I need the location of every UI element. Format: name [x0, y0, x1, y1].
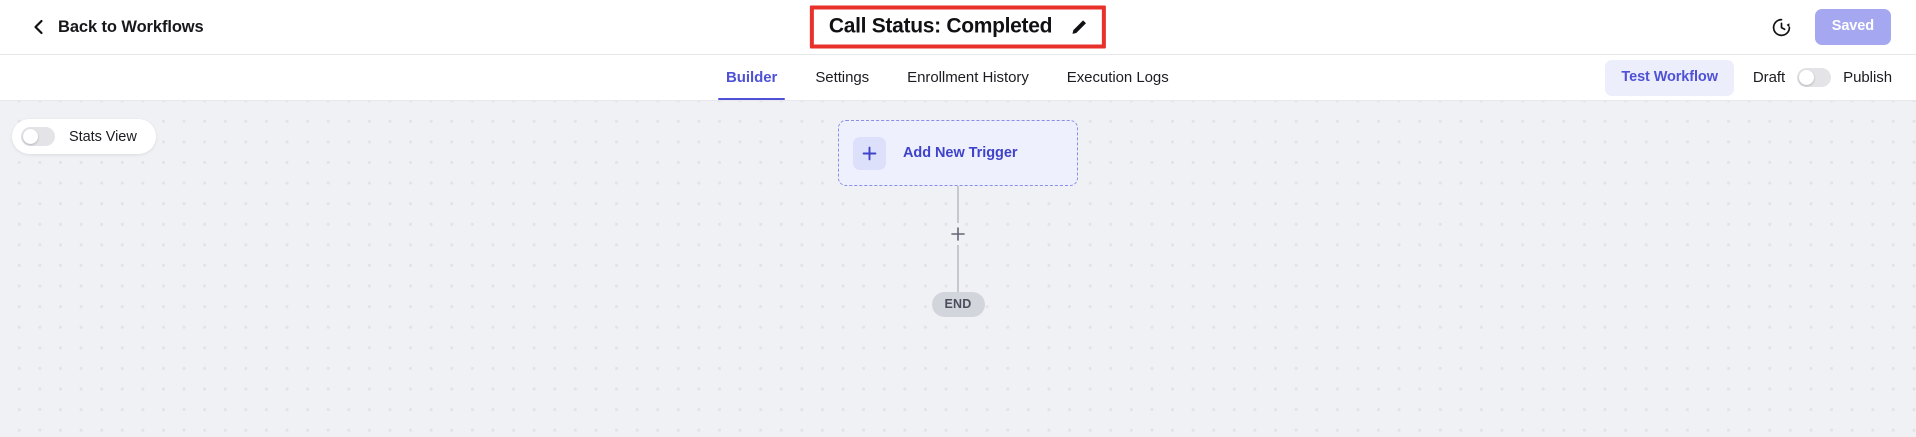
draft-label: Draft [1752, 69, 1786, 86]
top-header-bar: Back to Workflows Call Status: Completed [0, 0, 1916, 55]
page-title-container: Call Status: Completed [809, 5, 1107, 49]
tab-enrollment-history[interactable]: Enrollment History [907, 69, 1029, 86]
stats-view-toggle-knob [23, 129, 38, 144]
back-to-workflows-label: Back to Workflows [58, 17, 204, 36]
save-status-button[interactable]: Saved [1814, 9, 1891, 45]
tab-bar: Builder Settings Enrollment History Exec… [0, 55, 1916, 101]
connector-line-upper [957, 186, 959, 223]
add-step-button[interactable] [948, 224, 968, 244]
end-node[interactable]: END [931, 292, 985, 317]
publish-toggle-group: Draft Publish [1753, 68, 1892, 87]
page-title: Call Status: Completed [828, 14, 1053, 38]
pencil-edit-icon[interactable] [1071, 18, 1088, 35]
publish-toggle-knob [1799, 70, 1815, 85]
stats-view-toggle-pill[interactable]: Stats View [12, 119, 156, 154]
publish-toggle[interactable] [1797, 68, 1832, 87]
add-new-trigger-node[interactable]: Add New Trigger [838, 120, 1078, 186]
clock-history-icon[interactable] [1771, 17, 1792, 38]
tab-execution-logs[interactable]: Execution Logs [1066, 69, 1169, 86]
tab-builder[interactable]: Builder [707, 55, 796, 100]
stats-view-toggle[interactable] [21, 127, 55, 146]
header-actions: Saved [1771, 9, 1916, 45]
connector-line-lower [957, 245, 959, 292]
add-new-trigger-label: Add New Trigger [903, 145, 1018, 161]
plus-icon [853, 136, 886, 170]
publish-label: Publish [1843, 69, 1892, 86]
tab-bar-actions: Test Workflow Draft Publish [1605, 55, 1916, 100]
stats-view-label: Stats View [69, 128, 137, 145]
workflow-canvas[interactable]: Stats View Add New Trigger END [0, 101, 1916, 437]
workflow-flow-diagram: Add New Trigger END [838, 120, 1078, 317]
tab-settings[interactable]: Settings [815, 69, 870, 86]
tab-list: Builder Settings Enrollment History Exec… [707, 55, 1188, 100]
chevron-left-icon [31, 19, 47, 35]
test-workflow-button[interactable]: Test Workflow [1605, 59, 1734, 96]
end-node-label: END [944, 297, 972, 311]
page-title-highlight-box: Call Status: Completed [809, 5, 1107, 49]
back-to-workflows-link[interactable]: Back to Workflows [0, 0, 204, 54]
